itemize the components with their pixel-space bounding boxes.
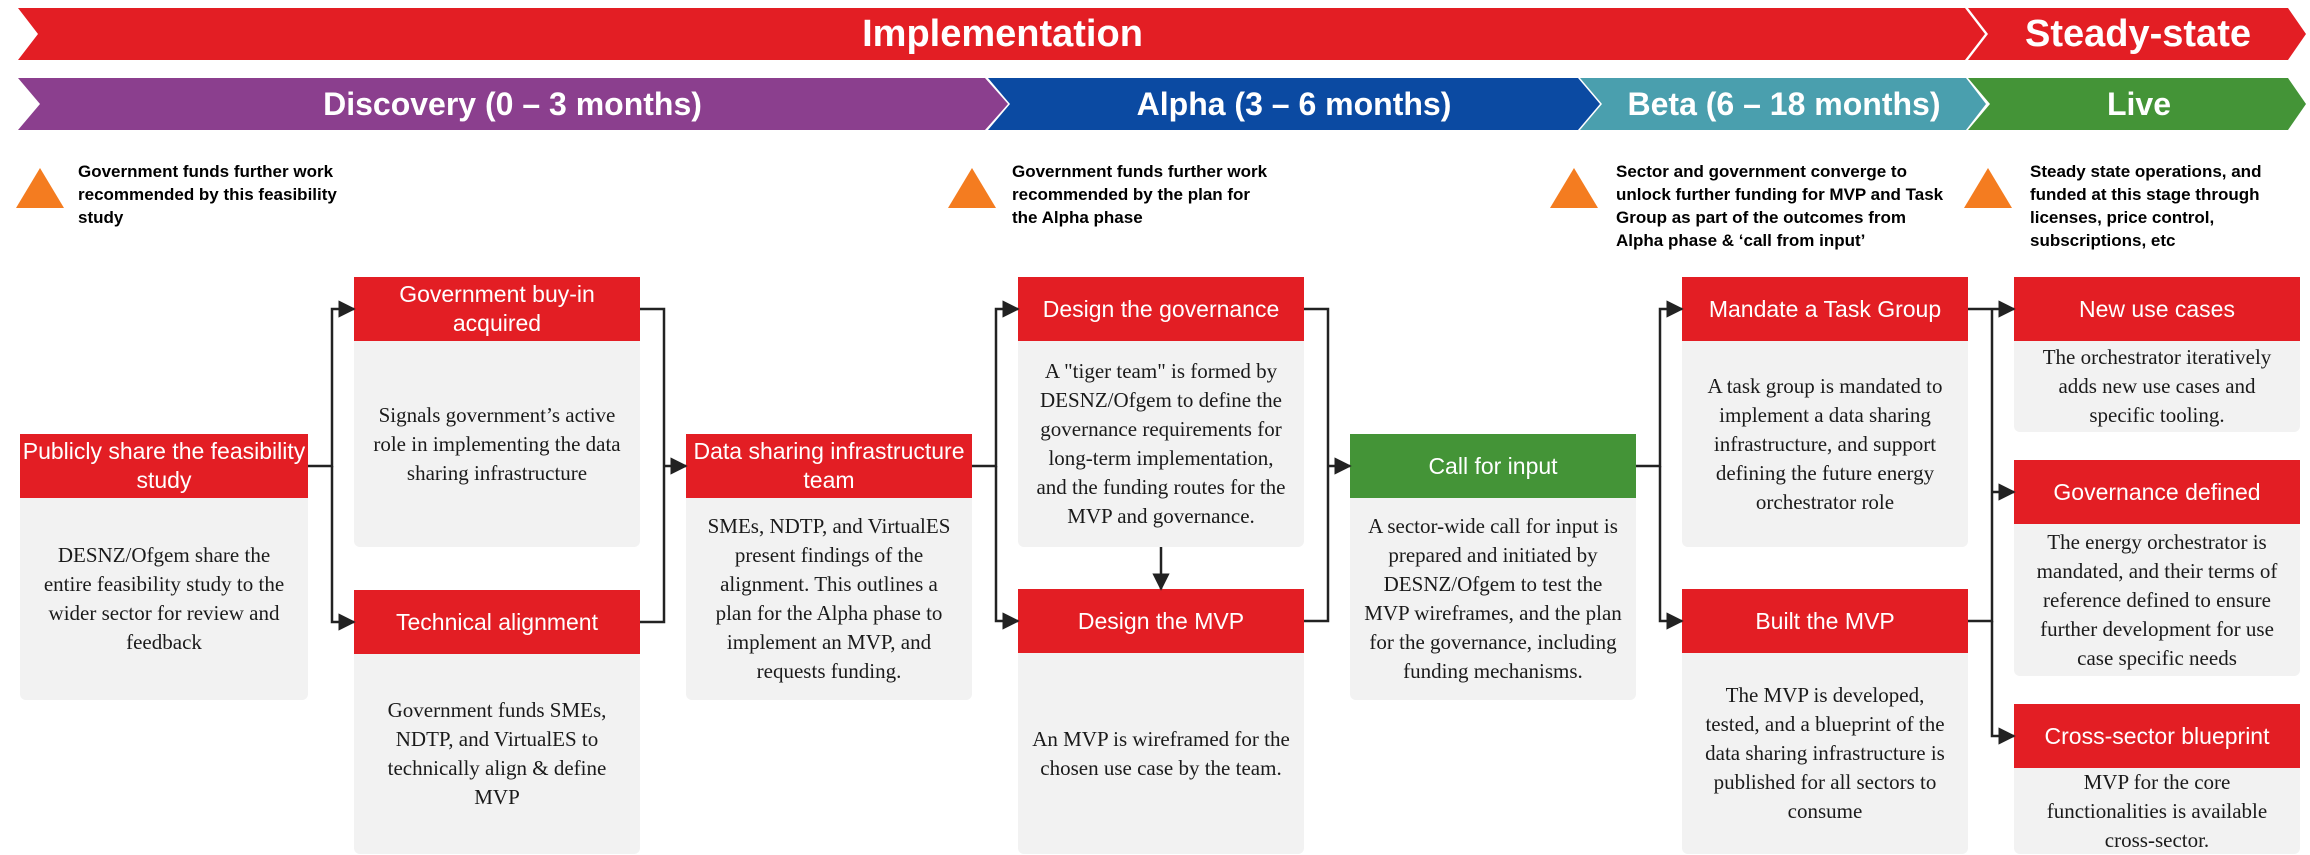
discovery-banner: [18, 78, 1008, 130]
stage-title: Mandate a Task Group: [1682, 277, 1968, 341]
stage-description: A "tiger team" is formed by DESNZ/Ofgem …: [1018, 341, 1304, 547]
note-beta: Sector and government converge to unlock…: [1616, 162, 1944, 250]
stage-title: Design the governance: [1018, 277, 1304, 341]
stage-description: The energy orchestrator is mandated, and…: [2014, 524, 2300, 676]
stage-technical-alignment: Technical alignment Government funds SME…: [354, 590, 640, 854]
beta-banner: [1580, 78, 1986, 130]
stage-governance-defined: Governance defined The energy orchestrat…: [2014, 460, 2300, 676]
stage-design-mvp: Design the MVP An MVP is wireframed for …: [1018, 589, 1304, 854]
note-live: Steady state operations, and funded at t…: [2030, 162, 2262, 250]
alpha-banner: [988, 78, 1600, 130]
stage-title: Technical alignment: [354, 590, 640, 654]
implementation-label: Implementation: [862, 12, 1143, 55]
warning-triangle-icon: [948, 168, 996, 208]
note-alpha: Government funds further work recommende…: [1012, 162, 1268, 227]
stage-description: SMEs, NDTP, and VirtualES present findin…: [686, 498, 972, 700]
implementation-banner: [18, 8, 1985, 60]
note-discovery: Government funds further work recommende…: [78, 162, 337, 227]
connector: [1636, 300, 1684, 468]
stage-description: An MVP is wireframed for the chosen use …: [1018, 653, 1304, 854]
stage-description: DESNZ/Ofgem share the entire feasibility…: [20, 498, 308, 700]
connector: [994, 466, 1020, 630]
stage-description: MVP for the core functionalities is avai…: [2014, 768, 2300, 854]
stage-title: Publicly share the feasibility study: [20, 434, 308, 498]
stage-design-governance: Design the governance A "tiger team" is …: [1018, 277, 1304, 547]
stage-title: Data sharing infrastructure team: [686, 434, 972, 498]
discovery-label: Discovery (0 – 3 months): [323, 85, 702, 122]
alpha-label: Alpha (3 – 6 months): [1136, 85, 1452, 122]
stage-title: Design the MVP: [1018, 589, 1304, 653]
stage-description: The orchestrator iteratively adds new us…: [2014, 341, 2300, 432]
stage-description: Government funds SMEs, NDTP, and Virtual…: [354, 654, 640, 854]
stage-title: Cross-sector blueprint: [2014, 704, 2300, 768]
steady-state-label: Steady-state: [2025, 12, 2251, 55]
stage-new-use-cases: New use cases The orchestrator iterative…: [2014, 277, 2300, 432]
stage-title: Government buy-in acquired: [354, 277, 640, 341]
connector: [1990, 621, 2016, 745]
connector: [1658, 466, 1684, 630]
stage-title: Built the MVP: [1682, 589, 1968, 653]
beta-label: Beta (6 – 18 months): [1627, 85, 1941, 122]
stage-description: A task group is mandated to implement a …: [1682, 341, 1968, 547]
stage-call-for-input: Call for input A sector-wide call for in…: [1350, 434, 1636, 700]
stage-title: Governance defined: [2014, 460, 2300, 524]
live-label: Live: [2106, 85, 2172, 122]
stage-description: Signals government’s active role in impl…: [354, 341, 640, 547]
connector: [1304, 307, 1330, 623]
connector: [330, 466, 356, 631]
connector: [640, 307, 666, 624]
stage-publicly-share: Publicly share the feasibility study DES…: [20, 434, 308, 700]
stage-government-buy-in: Government buy-in acquired Signals gover…: [354, 277, 640, 547]
warning-triangle-icon: [1550, 168, 1598, 208]
stage-description: The MVP is developed, tested, and a blue…: [1682, 653, 1968, 854]
connector: [972, 300, 1020, 468]
stage-title: Call for input: [1350, 434, 1636, 498]
stage-data-sharing-team: Data sharing infrastructure team SMEs, N…: [686, 434, 972, 700]
live-banner: [1968, 78, 2306, 130]
connector: [308, 300, 356, 468]
warning-triangle-icon: [1964, 168, 2012, 208]
stage-built-mvp: Built the MVP The MVP is developed, test…: [1682, 589, 1968, 854]
stage-cross-sector-blueprint: Cross-sector blueprint MVP for the core …: [2014, 704, 2300, 854]
stage-mandate-task-group: Mandate a Task Group A task group is man…: [1682, 277, 1968, 547]
stage-title: New use cases: [2014, 277, 2300, 341]
steady-state-banner: [1968, 8, 2306, 60]
connector: [1968, 309, 1994, 623]
stage-description: A sector-wide call for input is prepared…: [1350, 498, 1636, 700]
warning-triangle-icon: [16, 168, 64, 208]
